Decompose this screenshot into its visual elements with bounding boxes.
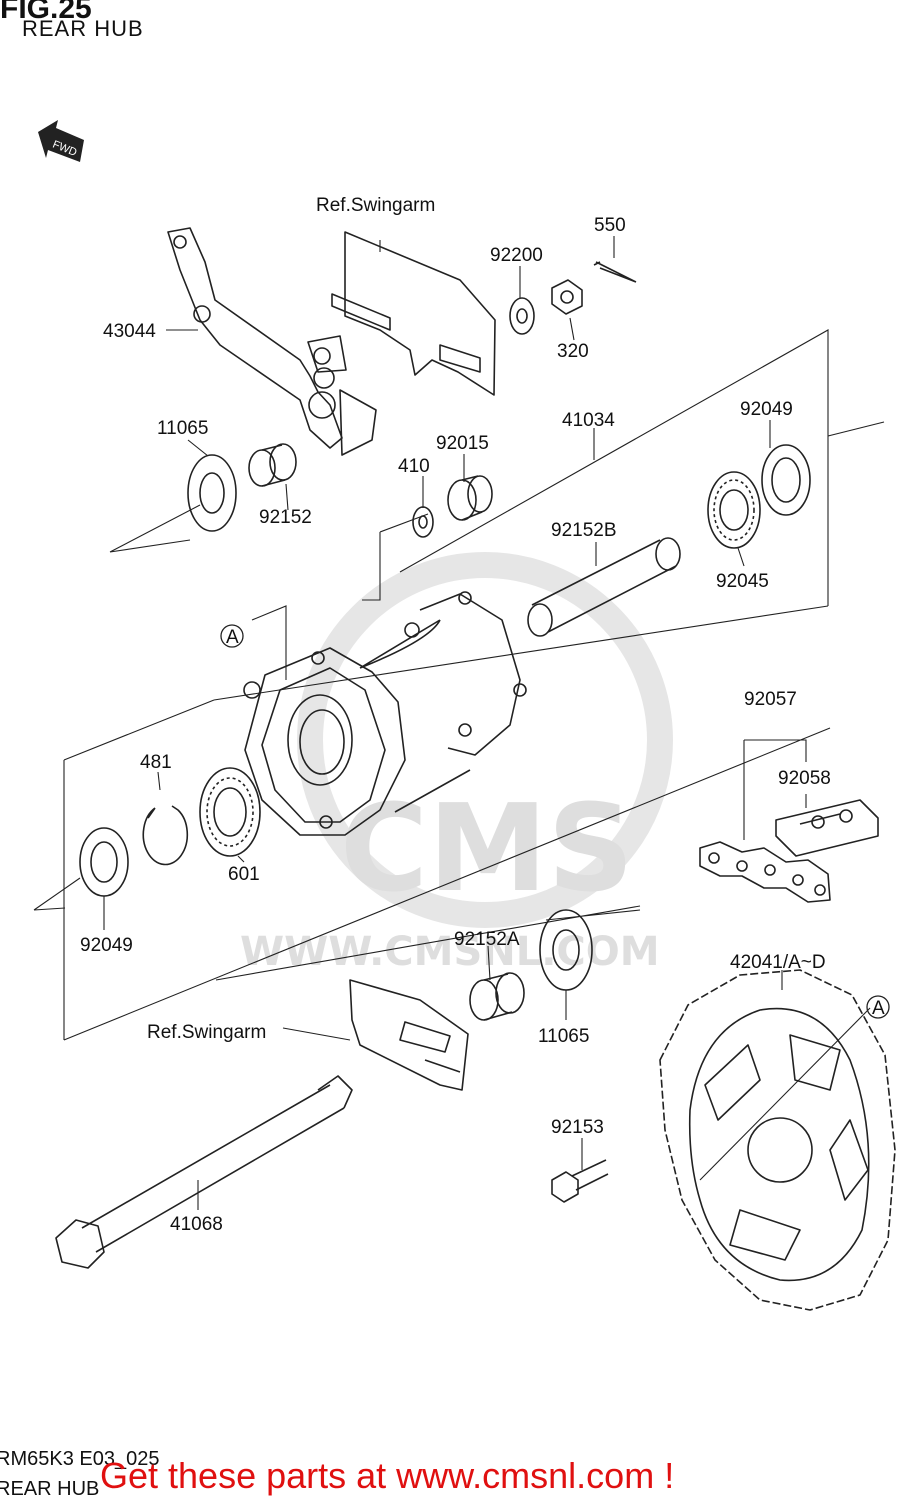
label-550: 550 [594,215,626,236]
bearing-92045 [707,471,761,549]
swingarm-bottom-ref [349,979,469,1091]
label-11065-top: 11065 [157,418,208,439]
spacer-92152b [527,537,681,637]
label-41068: 41068 [170,1214,223,1235]
label-92152: 92152 [259,507,312,528]
torque-link-43044 [167,227,377,456]
leader-lines [103,236,807,1210]
seal-410 [412,506,434,538]
label-92200: 92200 [490,245,543,266]
master-link-92058 [775,799,879,857]
chain-92057 [699,841,831,903]
watermark: CMS WWW.CMSNL.COM [240,552,673,975]
spacer-92152 [248,443,297,487]
watermark-brand: CMS [340,780,634,919]
ref-a-left-circle [220,624,244,648]
label-ref-a-right: A [872,998,885,1019]
bearing-601 [199,767,261,857]
collar-92152a [469,972,525,1021]
swingarm-top-ref [331,231,496,396]
label-410: 410 [398,456,430,477]
ref-a-right-circle [866,995,890,1019]
circlip-481 [142,805,189,866]
label-92049-top: 92049 [740,399,793,420]
label-92015: 92015 [436,433,489,454]
fwd-arrow-icon: FWD [38,120,84,162]
seal-92049-bottom [79,827,129,897]
sprocket-42041 [659,969,896,1311]
bolt-92153 [551,1159,609,1203]
label-92045: 92045 [716,571,769,592]
figure-title: FIG.25 [0,0,92,25]
diagram-code: RM65K3 E03_025 [0,1448,160,1470]
nut-320 [551,279,583,315]
washer-92200 [509,297,535,335]
label-92152a: 92152A [454,929,520,950]
cotter-pin-550 [593,261,637,283]
rear-hub-41034 [243,591,527,836]
label-41034: 41034 [562,410,615,431]
label-481: 481 [140,752,172,773]
label-320: 320 [557,341,589,362]
label-92058: 92058 [778,768,831,789]
collar-92015 [447,475,493,521]
label-42041: 42041/A~D [730,952,826,973]
label-ref-swingarm-top: Ref.Swingarm [316,195,435,216]
label-92153: 92153 [551,1117,604,1138]
label-92152b: 92152B [551,520,617,541]
label-43044: 43044 [103,321,156,342]
label-92049-bottom: 92049 [80,935,133,956]
label-601: 601 [228,864,260,885]
label-ref-swingarm-bottom: Ref.Swingarm [147,1022,266,1043]
footer-subtitle: REAR HUB [0,1478,100,1500]
axle-41068 [55,1075,353,1269]
cta-banner[interactable]: Get these parts at www.cmsnl.com ! [100,1455,675,1496]
reference-lines [33,240,885,1181]
collar-11065-top [187,454,237,532]
label-ref-a-left: A [226,627,239,648]
seal-92049-top [761,444,811,516]
watermark-url: WWW.CMSNL.COM [240,929,660,975]
label-11065-bottom: 11065 [538,1026,589,1047]
label-92057: 92057 [744,689,797,710]
figure-subtitle: REAR HUB [22,16,144,41]
